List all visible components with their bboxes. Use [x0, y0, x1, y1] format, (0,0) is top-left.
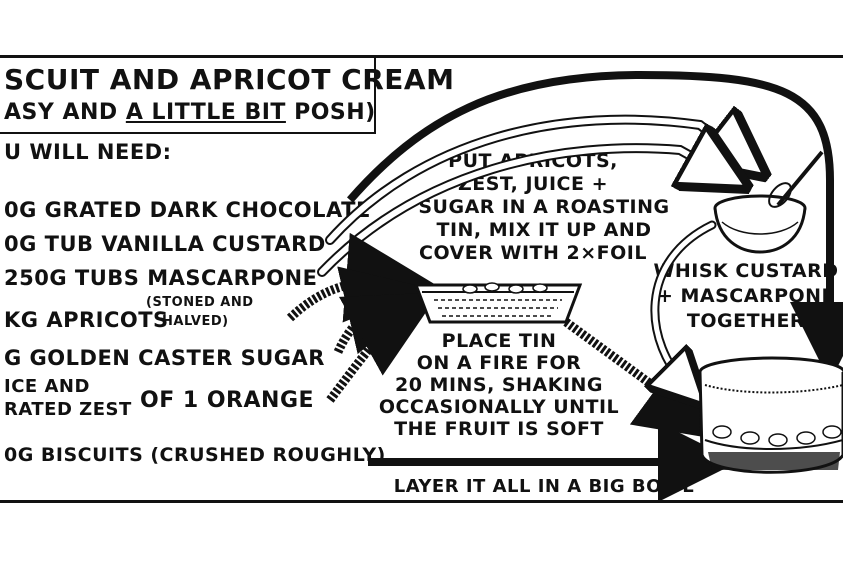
arrow-icon [650, 220, 717, 395]
ingredient-chocolate: 0G GRATED DARK CHOCOLATE [4, 198, 371, 222]
ingredients-heading: U WILL NEED: [4, 140, 172, 164]
title-box [0, 56, 376, 134]
step-whisk-line-2: + MASCARPONE [656, 285, 836, 307]
mixing-bowl-icon [713, 194, 807, 254]
step-whisk-line-3: TOGETHER [686, 310, 806, 332]
step-place-line-5: THE FRUIT IS SOFT [394, 418, 604, 440]
arrow-icon [286, 232, 436, 323]
step-put-line-3: SUGAR IN A ROASTING [418, 196, 670, 218]
arrow-icon [326, 292, 440, 403]
arrow-icon [325, 114, 750, 245]
trifle-bowl-icon [698, 356, 843, 474]
roasting-tin-icon [413, 282, 583, 324]
arrow-icon [563, 318, 730, 442]
ingredient-juice-line-1: ICE AND [4, 376, 90, 397]
step-put-line-4: TIN, MIX IT UP AND [436, 219, 652, 241]
step-whisk-line-1: WHISK CUSTARD [653, 260, 839, 282]
ingredient-mascarpone: 250G TUBS MASCARPONE [4, 266, 318, 290]
recipe-frame [0, 55, 843, 503]
step-put-line-5: COVER WITH 2×FOIL [419, 242, 647, 264]
ingredient-juice-line-3: OF 1 ORANGE [140, 388, 315, 413]
recipe-subtitle: ASY AND A LITTLE BIT POSH) [4, 100, 376, 125]
step-place-line-1: PLACE TIN [441, 330, 557, 352]
recipe-title: SCUIT AND APRICOT CREAM [4, 63, 455, 96]
step-place-line-3: 20 MINS, SHAKING [394, 374, 604, 396]
ingredient-juice-line-2: RATED ZEST [4, 399, 132, 420]
ingredient-apricots: KG APRICOTS [4, 308, 169, 332]
ingredient-apricots-note-2: HALVED) [162, 314, 229, 329]
ingredient-apricots-note-1: (STONED AND [146, 295, 254, 310]
ingredient-sugar: G GOLDEN CASTER SUGAR [4, 346, 325, 370]
step-place-line-4: OCCASIONALLY UNTIL [378, 396, 620, 418]
step-put-line-2: ZEST, JUICE + [457, 173, 609, 195]
arrow-icon [346, 70, 843, 382]
step-place-line-2: ON A FIRE FOR [416, 352, 582, 374]
ingredient-biscuits: 0G BISCUITS (CRUSHED ROUGHLY) [4, 444, 386, 466]
ingredient-custard: 0G TUB VANILLA CUSTARD [4, 232, 326, 256]
step-layer: LAYER IT ALL IN A BIG BOWL [393, 476, 695, 497]
whisk-icon [768, 150, 824, 208]
